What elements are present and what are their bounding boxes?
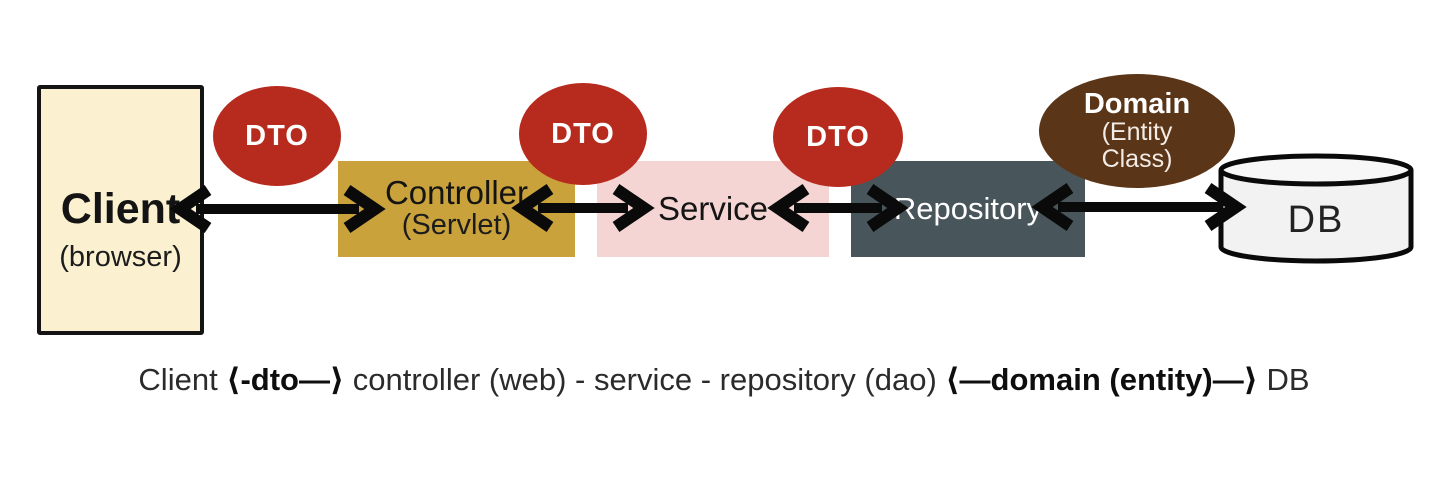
db-cylinder-icon <box>1218 153 1414 264</box>
controller-box: Controller (Servlet) <box>338 161 575 257</box>
controller-title: Controller <box>384 173 529 211</box>
caption: Client ⟨-dto—⟩ controller (web) - servic… <box>0 362 1448 398</box>
dto-oval-1: DTO <box>213 86 341 186</box>
dto-label-3: DTO <box>806 120 870 153</box>
caption-seg-dto: ⟨-dto—⟩ <box>226 362 345 397</box>
client-title: Client <box>60 184 181 233</box>
dto-oval-3: DTO <box>773 87 903 187</box>
dto-label-2: DTO <box>551 117 615 150</box>
domain-oval: Domain (Entity Class) <box>1039 74 1235 188</box>
service-title: Service <box>657 190 769 227</box>
caption-seg-db: DB <box>1257 362 1310 397</box>
caption-seg-client: Client <box>138 362 227 397</box>
caption-seg-domain: ⟨—domain (entity)—⟩ <box>945 362 1258 397</box>
db-cylinder: DB <box>1216 152 1416 267</box>
client-subtitle: (browser) <box>59 240 182 273</box>
domain-subtitle-line1: (Entity <box>1101 118 1173 147</box>
repository-box: Repository <box>851 161 1085 257</box>
caption-seg-middle: controller (web) - service - repository … <box>344 362 946 397</box>
service-box: Service <box>597 161 829 257</box>
dto-oval-2: DTO <box>519 83 647 185</box>
db-label: DB <box>1287 198 1345 241</box>
dto-label-1: DTO <box>245 119 309 152</box>
client-box: Client (browser) <box>37 85 204 335</box>
domain-subtitle-line2: Class) <box>1101 144 1173 173</box>
controller-subtitle: (Servlet) <box>401 209 512 242</box>
repository-title: Repository <box>893 191 1043 226</box>
domain-title: Domain <box>1083 88 1191 121</box>
